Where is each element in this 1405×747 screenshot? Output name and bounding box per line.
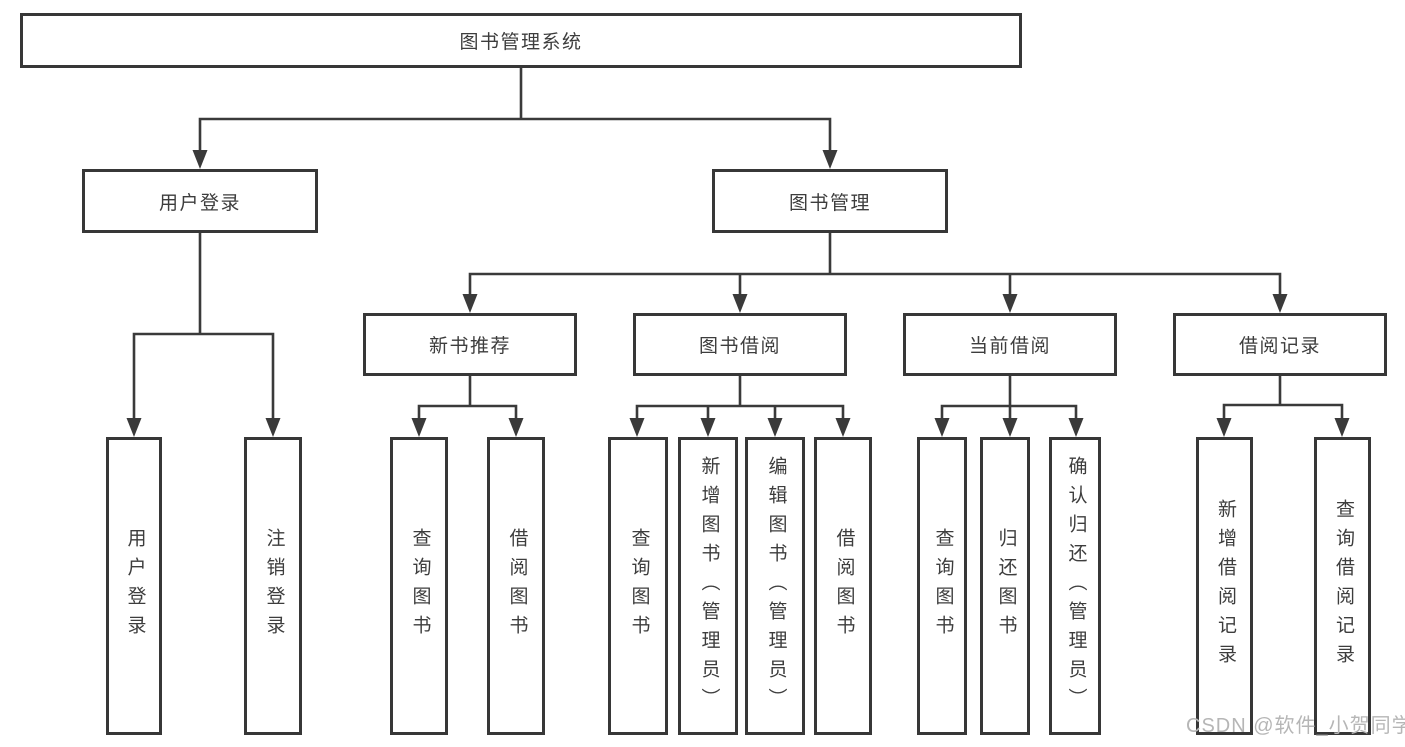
leaf-current-return-label: 归还图书: [995, 528, 1017, 644]
leaf-borrow-edit-admin: 编辑图书（管理员）: [745, 437, 805, 735]
leaf-borrow-query: 查询图书: [608, 437, 668, 735]
leaf-borrow-borrow-label: 借阅图书: [833, 528, 855, 644]
arrowhead-current-confirm: [1068, 418, 1084, 437]
arrowhead-user-login: [192, 150, 208, 169]
leaf-records-add-label: 新增借阅记录: [1214, 499, 1236, 673]
node-borrow-records-label: 借阅记录: [1238, 336, 1321, 357]
leaf-newbook-borrow-label: 借阅图书: [506, 528, 528, 644]
connector-line: [468, 231, 1282, 301]
csdn-watermark: CSDN @软件_小贺同学: [1186, 715, 1405, 737]
leaf-current-query-label: 查询图书: [932, 528, 954, 644]
leaf-current-confirm-admin-label: 确认归还（管理员）: [1065, 455, 1087, 717]
leaf-current-confirm-admin: 确认归还（管理员）: [1049, 437, 1101, 735]
connector-borrow-records-children: [1216, 374, 1350, 437]
leaf-newbook-query-label: 查询图书: [409, 528, 431, 644]
node-new-book-recommend-label: 新书推荐: [428, 336, 511, 357]
node-book-management-label: 图书管理: [788, 192, 871, 214]
connector-line: [417, 374, 518, 425]
leaf-current-query: 查询图书: [917, 437, 967, 735]
node-new-book-recommend: 新书推荐: [363, 313, 577, 376]
node-book-borrow-label: 图书借阅: [698, 336, 781, 357]
connector-book-borrow-children: [629, 374, 851, 437]
leaf-borrow-add-admin-label: 新增图书（管理员）: [698, 455, 720, 717]
arrowhead-new-book-recommend: [462, 294, 478, 313]
connector-current-borrow-children: [934, 374, 1084, 437]
arrowhead-current-query: [934, 418, 950, 437]
arrowhead-borrow-records: [1272, 294, 1288, 313]
node-root-label: 图书管理系统: [459, 32, 583, 53]
arrowhead-borrow-query: [629, 418, 645, 437]
arrowhead-leaf-user-login: [126, 418, 142, 437]
arrowhead-borrow-add: [700, 418, 716, 437]
arrowhead-book-management: [822, 150, 838, 169]
connector-new-book-recommend-children: [411, 374, 524, 437]
arrowhead-leaf-logout: [265, 418, 281, 437]
leaf-logout: 注销登录: [244, 437, 302, 735]
leaf-borrow-add-admin: 新增图书（管理员）: [678, 437, 738, 735]
node-borrow-records: 借阅记录: [1173, 313, 1387, 376]
node-current-borrow-label: 当前借阅: [968, 336, 1051, 357]
leaf-user-login-label: 用户登录: [124, 528, 146, 644]
node-book-borrow: 图书借阅: [633, 313, 847, 376]
connector-line: [198, 63, 832, 157]
node-root: 图书管理系统: [20, 13, 1022, 68]
arrowhead-newbook-query: [411, 418, 427, 437]
connector-line: [635, 374, 845, 425]
connector-line: [1222, 374, 1344, 425]
connector-line: [940, 374, 1078, 425]
leaf-newbook-borrow: 借阅图书: [487, 437, 545, 735]
arrowhead-current-return: [1002, 418, 1018, 437]
leaf-borrow-borrow: 借阅图书: [814, 437, 872, 735]
arrowhead-borrow-borrow: [835, 418, 851, 437]
arrowhead-current-borrow: [1002, 294, 1018, 313]
leaf-logout-label: 注销登录: [263, 528, 285, 644]
arrowhead-borrow-edit: [767, 418, 783, 437]
node-current-borrow: 当前借阅: [903, 313, 1117, 376]
leaf-borrow-edit-admin-label: 编辑图书（管理员）: [765, 455, 787, 717]
leaf-records-add: 新增借阅记录: [1196, 437, 1253, 735]
arrowhead-newbook-borrow: [508, 418, 524, 437]
connector-book-management-to-level3: [462, 231, 1288, 313]
leaf-records-query: 查询借阅记录: [1314, 437, 1371, 735]
leaf-borrow-query-label: 查询图书: [628, 528, 650, 644]
leaf-newbook-query: 查询图书: [390, 437, 448, 735]
arrowhead-book-borrow: [732, 294, 748, 313]
node-book-management: 图书管理: [712, 169, 948, 233]
leaf-user-login: 用户登录: [106, 437, 162, 735]
connector-root-to-level2: [192, 63, 838, 169]
connector-line: [132, 231, 275, 425]
connector-user-login-children: [126, 231, 281, 437]
arrowhead-records-query: [1334, 418, 1350, 437]
node-user-login-label: 用户登录: [158, 192, 241, 214]
node-user-login: 用户登录: [82, 169, 318, 233]
leaf-current-return: 归还图书: [980, 437, 1030, 735]
arrowhead-records-add: [1216, 418, 1232, 437]
leaf-records-query-label: 查询借阅记录: [1332, 499, 1354, 673]
